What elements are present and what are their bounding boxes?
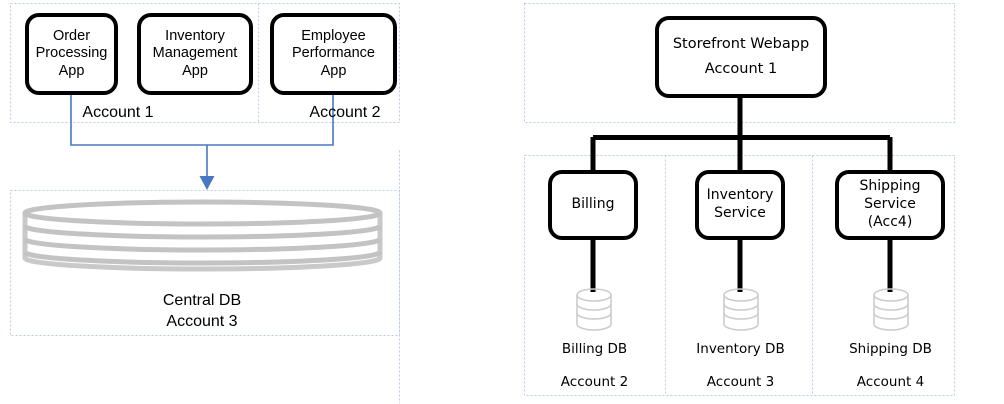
inventory-service-node[interactable]: Inventory Service <box>695 170 785 240</box>
billing-db-label: Billing DB Account 2 <box>524 341 665 390</box>
inventory-management-app-node[interactable]: Inventory Management App <box>137 13 253 95</box>
inventory-service-line-2: Service <box>714 205 766 221</box>
central-db-label: Central DB Account 3 <box>122 291 282 333</box>
order-processing-app-line-1: Order <box>52 28 91 45</box>
arrow-head-down-icon <box>199 176 215 190</box>
shipping-db-account: Account 4 <box>856 374 925 390</box>
employee-performance-app-node[interactable]: Employee Performance App <box>270 13 397 95</box>
inventory-db-name: Inventory DB <box>696 341 785 357</box>
inventory-management-app-line-2: Management <box>152 45 238 62</box>
account-2-label: Account 2 <box>275 104 415 122</box>
inventory-db-cylinder-icon <box>723 288 759 331</box>
inventory-db-account: Account 3 <box>706 374 775 390</box>
central-db-cylinder-icon <box>22 199 383 272</box>
storefront-webapp-account: Account 1 <box>704 60 778 77</box>
shipping-db-cylinder-icon <box>873 288 909 331</box>
zone-left-apps <box>10 3 400 123</box>
shipping-service-line-1: Shipping <box>859 178 921 195</box>
billing-service-line-1: Billing <box>571 196 615 213</box>
shipping-db-label: Shipping DB Account 4 <box>820 341 961 390</box>
employee-performance-app-line-2: Performance <box>291 45 375 62</box>
storefront-webapp-node[interactable]: Storefront Webapp Account 1 <box>655 16 827 98</box>
shipping-service-line-3: (Acc4) <box>867 213 913 230</box>
inventory-db-label: Inventory DB Account 3 <box>670 341 811 390</box>
order-processing-app-line-3: App <box>58 62 85 79</box>
order-processing-app-line-2: Processing <box>35 45 108 62</box>
account-1-label-text: Account 1 <box>82 104 154 121</box>
shipping-db-name: Shipping DB <box>849 341 932 357</box>
account-1-label: Account 1 <box>48 104 188 122</box>
billing-service-node[interactable]: Billing <box>548 170 638 240</box>
order-processing-app-node[interactable]: Order Processing App <box>25 13 118 95</box>
inventory-management-app-line-1: Inventory <box>165 28 225 45</box>
shipping-service-node[interactable]: Shipping Service (Acc4) <box>835 170 945 240</box>
connector-order-processing-to-db <box>70 95 207 146</box>
connector-employee-performance-to-db <box>207 95 334 146</box>
storefront-webapp-name: Storefront Webapp <box>672 35 810 52</box>
central-db-account: Account 3 <box>166 312 238 330</box>
billing-db-cylinder-icon <box>576 288 612 331</box>
zone-right-services <box>524 155 955 396</box>
inventory-management-app-line-3: App <box>182 62 208 79</box>
shipping-service-line-2: Service <box>864 196 916 213</box>
billing-db-name: Billing DB <box>561 341 628 357</box>
central-db-name: Central DB <box>162 292 242 309</box>
billing-db-account: Account 2 <box>560 374 629 390</box>
account-2-label-text: Account 2 <box>309 104 381 121</box>
employee-performance-app-line-1: Employee <box>301 28 366 45</box>
employee-performance-app-line-3: App <box>320 62 347 79</box>
inventory-service-line-1: Inventory <box>706 187 774 204</box>
